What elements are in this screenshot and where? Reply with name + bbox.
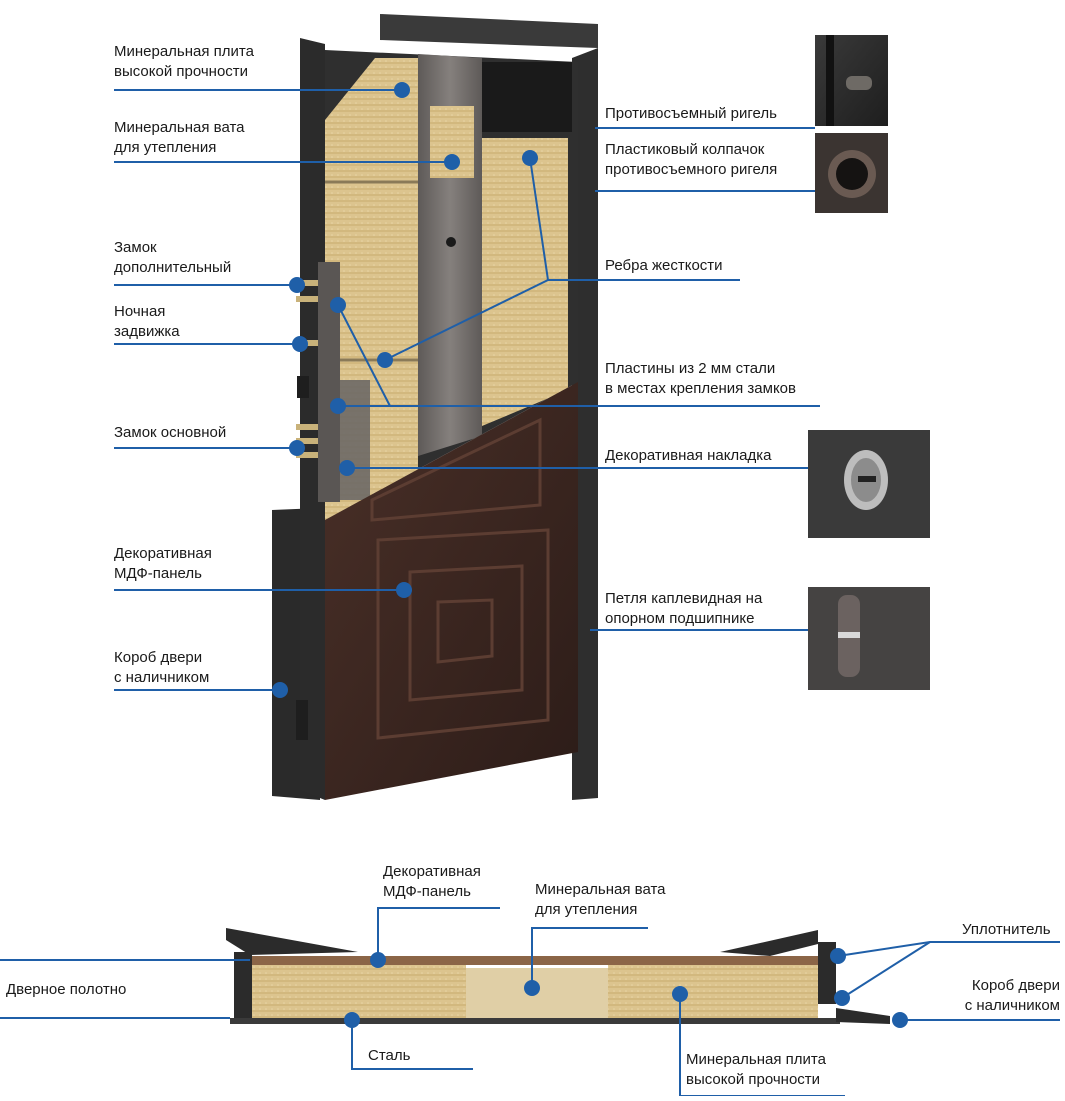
frame-top-lip	[380, 14, 598, 48]
mineral-wool-fill	[482, 138, 568, 426]
label-plastic-cap: Пластиковый колпачок противосъемного риг…	[605, 141, 778, 178]
leader-steel-plates-dot	[330, 297, 346, 313]
leader-decor-overlay-dot	[339, 460, 355, 476]
leader-stiffeners-2-dot	[377, 352, 393, 368]
section-mineral-plate-left	[252, 965, 466, 1019]
section-label-door-leaf: Дверное полотно	[6, 981, 127, 998]
leader-night-latch-dot	[292, 336, 308, 352]
leader-section-steel	[351, 1020, 473, 1070]
leader-steel-plates-2-dot	[330, 398, 346, 414]
leader-extra-lock-dot	[289, 277, 305, 293]
frame-right-post	[572, 48, 598, 800]
door-leaf-edge	[300, 38, 325, 800]
section-label-seal: Уплотнитель	[962, 921, 1051, 938]
section-label-mineral-plate: Минеральная плита высокой прочности	[686, 1051, 826, 1088]
section-label-mdf-panel: Декоративная МДФ-панель	[383, 863, 481, 900]
label-mineral-plate: Минеральная плита высокой прочности	[114, 43, 254, 80]
leader-section-plate-dot	[672, 986, 688, 1002]
leader-frame-dot	[272, 682, 288, 698]
section-mineral-plate-right	[608, 965, 818, 1019]
label-mineral-wool: Минеральная вата для утепления	[114, 119, 245, 156]
leader-section-mdf	[377, 907, 500, 960]
label-stiffeners: Ребра жесткости	[605, 257, 723, 274]
leader-section-mdf-dot	[370, 952, 386, 968]
label-decor-overlay: Декоративная накладка	[605, 447, 772, 464]
label-frame: Короб двери с наличником	[114, 649, 210, 686]
section-label-mineral-wool: Минеральная вата для утепления	[535, 881, 666, 918]
leader-stiffeners-2	[384, 279, 549, 361]
section-mdf-layer	[250, 956, 820, 965]
leader-main-lock-dot	[289, 440, 305, 456]
label-steel-plates: Пластины из 2 мм стали в местах креплени…	[605, 360, 796, 397]
leader-stiffeners-dot	[522, 150, 538, 166]
lock-body-drawing	[318, 262, 340, 502]
leader-lines	[0, 82, 1060, 1097]
leader-section-seal-2	[841, 941, 931, 999]
leader-mdf-panel-dot	[396, 582, 412, 598]
leader-section-seal-dot	[830, 948, 846, 964]
photo-insets	[808, 35, 930, 690]
leader-section-seal-2-dot	[834, 990, 850, 1006]
leader-mineral-wool-dot	[444, 154, 460, 170]
mdf-panel-drawing	[325, 382, 578, 800]
section-label-steel: Сталь	[368, 1047, 411, 1064]
label-hinge: Петля каплевидная на опорном подшипнике	[605, 590, 763, 627]
section-label-frame: Короб двери с наличником	[964, 977, 1060, 1014]
door-drawing	[272, 14, 598, 800]
label-anti-removal-bolt: Противосъемный ригель	[605, 105, 777, 122]
photo-hinge	[808, 587, 930, 690]
leader-section-seal	[837, 941, 1060, 957]
leader-section-frame-dot	[892, 1012, 908, 1028]
leader-mineral-plate-dot	[394, 82, 410, 98]
label-extra-lock: Замок дополнительный	[114, 239, 232, 276]
upper-dark-opening	[482, 62, 572, 132]
label-mdf-panel: Декоративная МДФ-панель	[114, 545, 212, 582]
label-main-lock: Замок основной	[114, 424, 227, 441]
leader-section-wool	[531, 927, 648, 988]
cross-section-drawing	[226, 928, 890, 1024]
label-night-latch: Ночная задвижка	[114, 303, 180, 340]
section-steel-layer	[230, 1018, 840, 1024]
leader-section-wool-dot	[524, 980, 540, 996]
leader-section-steel-dot	[344, 1012, 360, 1028]
